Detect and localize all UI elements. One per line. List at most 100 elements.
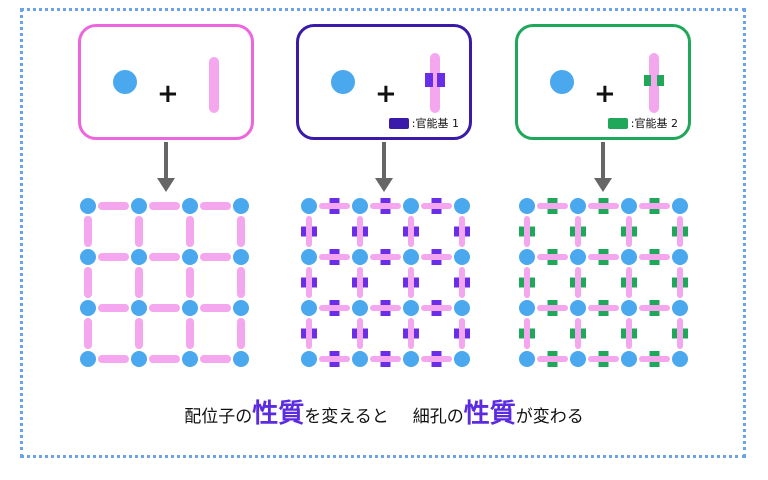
functional-group-mark: [632, 328, 637, 339]
horizontal-linker: [639, 203, 670, 209]
vertical-linker: [575, 318, 581, 349]
functional-group-mark: [454, 277, 459, 288]
metal-node: [519, 249, 535, 265]
functional-group-mark: [581, 226, 586, 237]
functional-group-mark: [380, 351, 391, 356]
caption-emphasis-2: 性質: [463, 399, 516, 429]
functional-group-mark: [547, 311, 558, 316]
functional-group-mark: [431, 351, 442, 356]
metal-node: [182, 249, 198, 265]
metal-node: [131, 300, 147, 316]
vertical-linker: [626, 216, 632, 247]
functional-group-mark: [403, 277, 408, 288]
metal-node: [672, 300, 688, 316]
vertical-linker: [186, 216, 194, 247]
down-arrow-head-icon: [157, 178, 175, 192]
functional-group-mark: [621, 277, 626, 288]
functional-group-mark: [547, 198, 558, 203]
dotted-frame: [20, 8, 746, 458]
down-arrow-head-icon: [594, 178, 612, 192]
caption: 配位子の性質を変えると細孔の性質が変わる: [0, 393, 768, 430]
metal-node: [621, 249, 637, 265]
horizontal-linker: [588, 254, 619, 260]
horizontal-linker: [370, 254, 401, 260]
functional-group-mark: [329, 198, 340, 203]
vertical-linker: [135, 267, 143, 298]
metal-node: [233, 198, 249, 214]
functional-group-mark: [431, 260, 442, 265]
metal-node: [621, 351, 637, 367]
functional-group-mark: [363, 226, 368, 237]
metal-node: [233, 249, 249, 265]
functional-group-mark: [431, 362, 442, 367]
horizontal-linker: [149, 304, 180, 312]
functional-group-mark: [598, 249, 609, 254]
functional-group-mark: [649, 362, 660, 367]
vertical-linker: [357, 318, 363, 349]
vertical-linker: [357, 267, 363, 298]
metal-node: [131, 198, 147, 214]
functional-group-mark: [649, 249, 660, 254]
functional-group-mark: [352, 226, 357, 237]
functional-group-mark: [352, 328, 357, 339]
functional-group-mark: [632, 226, 637, 237]
horizontal-linker: [421, 203, 452, 209]
horizontal-linker: [370, 305, 401, 311]
metal-node: [182, 198, 198, 214]
functional-group-mark: [312, 226, 317, 237]
functional-group-mark: [312, 328, 317, 339]
horizontal-linker: [149, 355, 180, 363]
vertical-linker: [677, 216, 683, 247]
horizontal-linker: [98, 304, 129, 312]
functional-group-mark: [329, 209, 340, 214]
metal-node: [352, 300, 368, 316]
metal-node: [621, 198, 637, 214]
functional-group-mark: [329, 300, 340, 305]
functional-group-2-icon: [657, 75, 664, 86]
metal-node: [570, 351, 586, 367]
horizontal-linker: [149, 253, 180, 261]
ligand-panel-group-2: + :官能基 2: [515, 24, 691, 140]
functional-group-mark: [380, 311, 391, 316]
ligand-panel-group-1: + :官能基 1: [296, 24, 472, 140]
functional-group-mark: [598, 351, 609, 356]
metal-node: [80, 198, 96, 214]
functional-group-mark: [598, 311, 609, 316]
horizontal-linker: [421, 305, 452, 311]
vertical-linker: [135, 318, 143, 349]
functional-group-mark: [403, 226, 408, 237]
metal-node: [80, 300, 96, 316]
horizontal-linker: [319, 254, 350, 260]
ligand-panel-plain: +: [78, 24, 254, 140]
panel-3-art: [550, 53, 664, 113]
functional-group-mark: [431, 209, 442, 214]
metal-node: [570, 249, 586, 265]
vertical-linker: [135, 216, 143, 247]
functional-group-mark: [403, 328, 408, 339]
functional-group-mark: [380, 300, 391, 305]
metal-node: [454, 351, 470, 367]
vertical-linker: [524, 318, 530, 349]
functional-group-mark: [649, 260, 660, 265]
horizontal-linker: [200, 202, 231, 210]
metal-node: [454, 249, 470, 265]
functional-group-mark: [414, 277, 419, 288]
metal-node: [454, 300, 470, 316]
functional-group-mark: [683, 277, 688, 288]
vertical-linker: [408, 216, 414, 247]
metal-node: [519, 351, 535, 367]
group-2-chip-icon: [607, 117, 628, 129]
caption-emphasis-1: 性質: [252, 399, 305, 429]
vertical-linker: [408, 318, 414, 349]
functional-group-mark: [649, 311, 660, 316]
vertical-linker: [677, 318, 683, 349]
horizontal-linker: [537, 254, 568, 260]
functional-group-mark: [547, 300, 558, 305]
vertical-linker: [306, 216, 312, 247]
functional-group-mark: [672, 328, 677, 339]
functional-group-mark: [547, 260, 558, 265]
functional-group-mark: [414, 328, 419, 339]
functional-group-mark: [465, 226, 470, 237]
functional-group-mark: [598, 209, 609, 214]
